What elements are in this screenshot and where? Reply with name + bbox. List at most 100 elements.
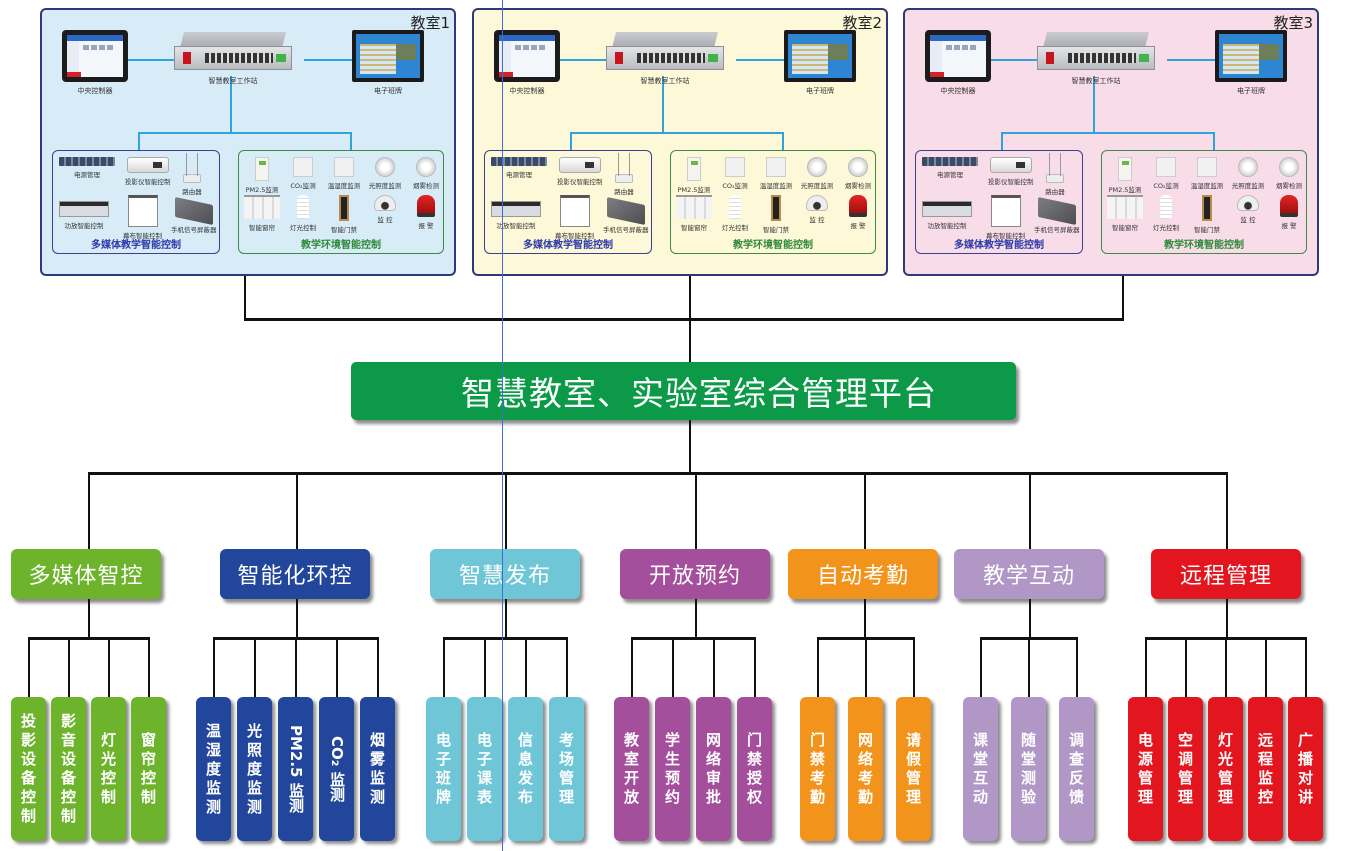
electronic-class-board[interactable]: 电子班牌 bbox=[784, 30, 856, 96]
environment-device[interactable]: 智能门禁 bbox=[325, 195, 363, 234]
electronic-class-board[interactable]: 电子班牌 bbox=[352, 30, 424, 96]
function-item[interactable]: 窗帘控制 bbox=[131, 697, 166, 841]
multimedia-control-group[interactable]: 电源管理投影仪智能控制路由器功放智能控制幕布智能控制手机信号屏蔽器多媒体教学智能… bbox=[915, 150, 1083, 254]
multimedia-device[interactable]: 手机信号屏蔽器 bbox=[1034, 196, 1080, 234]
function-item[interactable]: 课堂互动 bbox=[963, 697, 998, 841]
environment-device[interactable]: 温湿度监测 bbox=[1188, 157, 1226, 190]
category-6[interactable]: 教学互动 bbox=[954, 549, 1104, 599]
environment-device[interactable]: CO₂监测 bbox=[284, 157, 322, 190]
electronic-class-board[interactable]: 电子班牌 bbox=[1215, 30, 1287, 96]
multimedia-device[interactable]: 手机信号屏蔽器 bbox=[603, 196, 649, 234]
multimedia-device[interactable]: 电源管理 bbox=[59, 157, 115, 179]
environment-device[interactable]: 光照度监测 bbox=[366, 157, 404, 190]
category-2[interactable]: 智能化环控 bbox=[220, 549, 370, 599]
function-item[interactable]: 光照度监测 bbox=[237, 697, 272, 841]
environment-device[interactable]: 智能窗帘 bbox=[243, 195, 281, 232]
function-item[interactable]: 请假管理 bbox=[896, 697, 931, 841]
workstation[interactable]: 智慧教室工作站 bbox=[174, 32, 292, 86]
environment-device[interactable]: 温湿度监测 bbox=[325, 157, 363, 190]
environment-device[interactable]: 灯光控制 bbox=[716, 195, 754, 232]
multimedia-device[interactable]: 投影仪智能控制 bbox=[125, 157, 171, 186]
function-item[interactable]: 门禁授权 bbox=[737, 697, 772, 841]
central-controller[interactable]: 中央控制器 bbox=[925, 30, 991, 96]
environment-device[interactable]: PM2.5监测 bbox=[675, 157, 713, 194]
environment-device[interactable]: 灯光控制 bbox=[284, 195, 322, 232]
category-3[interactable]: 智慧发布 bbox=[430, 549, 580, 599]
environment-device[interactable]: CO₂监测 bbox=[1147, 157, 1185, 190]
environment-device[interactable]: 智能门禁 bbox=[757, 195, 795, 234]
central-controller[interactable]: 中央控制器 bbox=[62, 30, 128, 96]
function-item[interactable]: 随堂测验 bbox=[1011, 697, 1046, 841]
central-controller[interactable]: 中央控制器 bbox=[494, 30, 560, 96]
function-item[interactable]: 远程监控 bbox=[1248, 697, 1283, 841]
function-item[interactable]: 学生预约 bbox=[655, 697, 690, 841]
multimedia-device[interactable]: 功放智能控制 bbox=[59, 201, 109, 230]
workstation[interactable]: 智慧教室工作站 bbox=[1037, 32, 1155, 86]
multimedia-device[interactable]: 路由器 bbox=[613, 153, 635, 196]
function-item[interactable]: 烟雾监测 bbox=[360, 697, 395, 841]
function-item[interactable]: 调查反馈 bbox=[1059, 697, 1094, 841]
environment-device[interactable]: 烟雾检测 bbox=[1270, 157, 1308, 190]
category-4[interactable]: 开放预约 bbox=[620, 549, 770, 599]
environment-device[interactable]: 监 控 bbox=[798, 195, 836, 224]
environment-device[interactable]: 烟雾检测 bbox=[839, 157, 877, 190]
multimedia-device[interactable]: 投影仪智能控制 bbox=[557, 157, 603, 186]
multimedia-device[interactable]: 投影仪智能控制 bbox=[988, 157, 1034, 186]
function-item[interactable]: 温湿度监测 bbox=[196, 697, 231, 841]
function-item[interactable]: 电子课表 bbox=[467, 697, 502, 841]
multimedia-device[interactable]: 电源管理 bbox=[922, 157, 978, 179]
function-item[interactable]: 影音设备控制 bbox=[51, 697, 86, 841]
multimedia-device[interactable]: 功放智能控制 bbox=[491, 201, 541, 230]
environment-device[interactable]: 智能窗帘 bbox=[1106, 195, 1144, 232]
environment-device[interactable]: CO₂监测 bbox=[716, 157, 754, 190]
multimedia-device[interactable]: 幕布智能控制 bbox=[123, 195, 162, 240]
multimedia-device[interactable]: 路由器 bbox=[181, 153, 203, 196]
multimedia-control-group[interactable]: 电源管理投影仪智能控制路由器功放智能控制幕布智能控制手机信号屏蔽器多媒体教学智能… bbox=[484, 150, 652, 254]
multimedia-device[interactable]: 幕布智能控制 bbox=[986, 195, 1025, 240]
function-item[interactable]: 门禁考勤 bbox=[800, 697, 835, 841]
environment-device[interactable]: PM2.5监测 bbox=[1106, 157, 1144, 194]
management-platform[interactable]: 智慧教室、实验室综合管理平台 bbox=[351, 362, 1016, 420]
function-item[interactable]: 教室开放 bbox=[614, 697, 649, 841]
function-item[interactable]: 考场管理 bbox=[549, 697, 584, 841]
function-item[interactable]: 灯光管理 bbox=[1208, 697, 1243, 841]
multimedia-device[interactable]: 电源管理 bbox=[491, 157, 547, 179]
environment-device[interactable]: 光照度监测 bbox=[1229, 157, 1267, 190]
multimedia-device[interactable]: 路由器 bbox=[1044, 153, 1066, 196]
multimedia-control-group[interactable]: 电源管理投影仪智能控制路由器功放智能控制幕布智能控制手机信号屏蔽器多媒体教学智能… bbox=[52, 150, 220, 254]
environment-device[interactable]: 温湿度监测 bbox=[757, 157, 795, 190]
environment-device[interactable]: 智能窗帘 bbox=[675, 195, 713, 232]
category-5[interactable]: 自动考勤 bbox=[788, 549, 938, 599]
multimedia-device[interactable]: 手机信号屏蔽器 bbox=[171, 196, 217, 234]
function-item[interactable]: 电子班牌 bbox=[426, 697, 461, 841]
function-item[interactable]: 空调管理 bbox=[1168, 697, 1203, 841]
multimedia-device[interactable]: 幕布智能控制 bbox=[555, 195, 594, 240]
environment-device[interactable]: 报 警 bbox=[839, 195, 877, 230]
environment-device[interactable]: 报 警 bbox=[407, 195, 445, 230]
function-item[interactable]: 信息发布 bbox=[508, 697, 543, 841]
workstation[interactable]: 智慧教室工作站 bbox=[606, 32, 724, 86]
function-item[interactable]: 网络考勤 bbox=[848, 697, 883, 841]
environment-device[interactable]: PM2.5监测 bbox=[243, 157, 281, 194]
function-item[interactable]: 广播对讲 bbox=[1288, 697, 1323, 841]
environment-device[interactable]: 灯光控制 bbox=[1147, 195, 1185, 232]
multimedia-device[interactable]: 功放智能控制 bbox=[922, 201, 972, 230]
function-item[interactable]: 灯光控制 bbox=[91, 697, 126, 841]
environment-device[interactable]: 烟雾检测 bbox=[407, 157, 445, 190]
function-item[interactable]: 投影设备控制 bbox=[11, 697, 46, 841]
category-1[interactable]: 多媒体智控 bbox=[11, 549, 161, 599]
environment-device[interactable]: 报 警 bbox=[1270, 195, 1308, 230]
environment-device[interactable]: 智能门禁 bbox=[1188, 195, 1226, 234]
environment-device[interactable]: 光照度监测 bbox=[798, 157, 836, 190]
category-7[interactable]: 远程管理 bbox=[1151, 549, 1301, 599]
function-item[interactable]: 网络审批 bbox=[696, 697, 731, 841]
function-item[interactable]: 电源管理 bbox=[1128, 697, 1163, 841]
function-item[interactable]: PM2.5 监测 bbox=[278, 697, 313, 841]
environment-device[interactable]: 监 控 bbox=[1229, 195, 1267, 224]
